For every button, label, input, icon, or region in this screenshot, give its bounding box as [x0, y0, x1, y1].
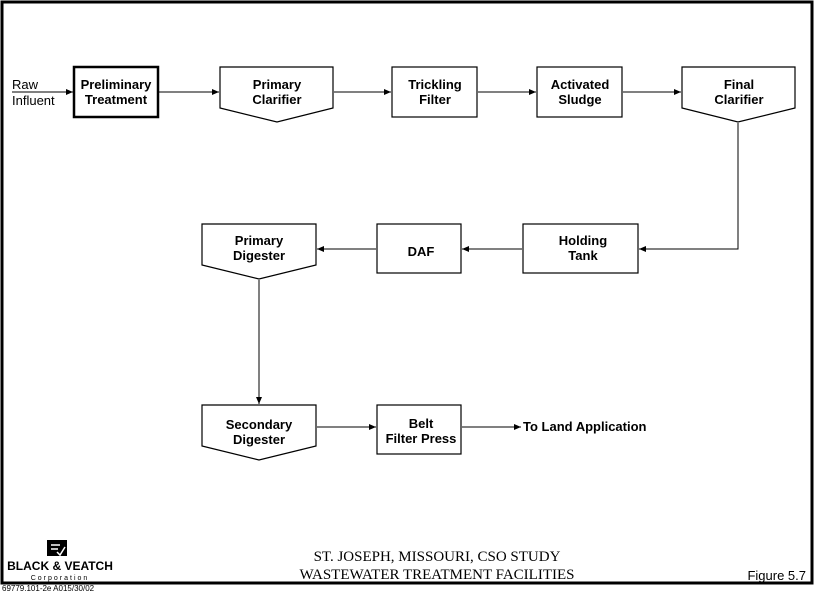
label-act-2: Sludge — [558, 92, 601, 107]
label-fclar-1: Final — [724, 77, 754, 92]
doc-code: 69779.101-2e A015/30/02 — [2, 584, 95, 592]
label-sdig-1: Secondary — [226, 417, 293, 432]
label-pdig-1: Primary — [235, 233, 284, 248]
connectors — [12, 89, 739, 430]
arrow-final-to-holding — [639, 123, 739, 252]
node-primary-digester — [201, 223, 317, 280]
label-land-application: To Land Application — [523, 419, 647, 434]
node-activated-sludge — [536, 66, 623, 118]
label-trick-2: Filter — [419, 92, 451, 107]
label-belt-1: Belt — [409, 416, 434, 431]
node-belt-filter-press — [376, 404, 462, 455]
label-pdig-2: Digester — [233, 248, 285, 263]
node-holding-tank — [522, 223, 639, 274]
label-belt-2: Filter Press — [386, 431, 457, 446]
node-trickling-filter — [391, 66, 478, 118]
label-hold-2: Tank — [568, 248, 598, 263]
label-prelim-1: Preliminary — [81, 77, 153, 92]
node-final-clarifier — [681, 66, 796, 123]
label-trick-1: Trickling — [408, 77, 462, 92]
node-secondary-digester — [201, 404, 317, 461]
label-fclar-2: Clarifier — [714, 92, 763, 107]
node-preliminary-treatment — [72, 65, 160, 119]
label-pclar-1: Primary — [253, 77, 302, 92]
figure-number: Figure 5.7 — [747, 568, 806, 583]
label-pclar-2: Clarifier — [252, 92, 301, 107]
label-act-1: Activated — [551, 77, 610, 92]
label-sdig-2: Digester — [233, 432, 285, 447]
label-hold-1: Holding — [559, 233, 607, 248]
label-prelim-2: Treatment — [85, 92, 148, 107]
logo-name: BLACK & VEATCH — [7, 559, 113, 573]
node-daf — [376, 223, 462, 274]
title-line-1: ST. JOSEPH, MISSOURI, CSO STUDY — [314, 549, 561, 565]
label-daf: DAF — [408, 244, 435, 259]
logo-sub: Corporation — [31, 575, 90, 582]
influent-label-2: Influent — [12, 93, 55, 108]
influent-label-1: Raw — [12, 77, 39, 92]
title-line-2: WASTEWATER TREATMENT FACILITIES — [300, 567, 575, 583]
black-veatch-logo: BLACK & VEATCH Corporation — [7, 540, 113, 582]
node-primary-clarifier — [219, 66, 334, 123]
